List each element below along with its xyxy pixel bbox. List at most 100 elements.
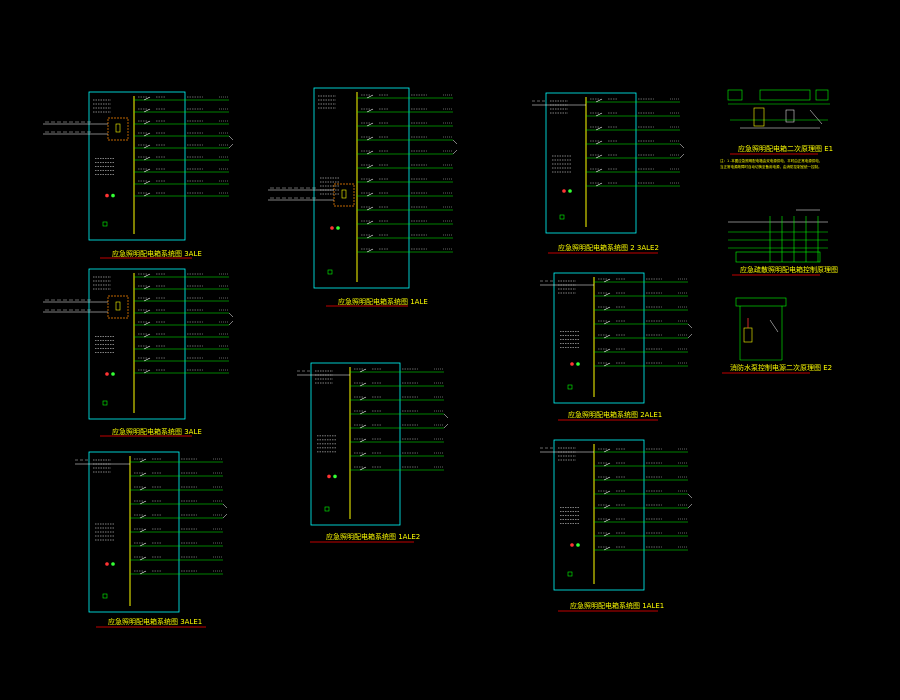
panel-title-3ale1: 应急照明配电箱系统图 3ALE1 [108,617,202,626]
breaker-icon [359,382,367,387]
panel-1ale[interactable] [268,87,458,289]
indicator-red-icon [570,362,574,366]
feeder-branch [452,139,458,145]
terminal-icon [327,269,333,275]
indicator-green-icon [111,372,115,376]
coil-icon [785,109,795,123]
panel-3ale-b[interactable] [43,268,234,420]
breaker-icon [143,321,151,326]
breaker-icon [143,273,151,278]
terminal-icon [102,221,108,227]
breaker-icon [603,334,611,339]
breaker-icon [595,126,603,131]
panel-frame [545,92,637,234]
switch-icon [809,109,823,125]
breaker-icon [143,285,151,290]
feeder-branch [687,323,693,329]
panel-title-3ale: 应急照明配电箱系统图 3ALE [112,249,202,258]
feeder-branch [228,143,234,149]
breaker-icon [139,570,147,575]
breaker-icon [595,182,603,187]
breaker-icon [139,514,147,519]
note-line-1: 注：1.本图应急照明配电箱由双电源供电，平时由正常电源供电， [720,158,822,163]
breaker-icon [359,466,367,471]
panel-title-1ale1: 应急照明配电箱系统图 1ALE1 [570,601,664,610]
breaker-icon [603,490,611,495]
breaker-icon [595,112,603,117]
breaker-icon [359,438,367,443]
indicator-red-icon [105,372,109,376]
terminal-icon [102,593,108,599]
breaker-icon [143,369,151,374]
ats-breaker-box [107,295,129,319]
panel-frame [88,268,186,420]
feeder-branch [679,153,685,159]
breaker-icon [595,168,603,173]
panel-title-1ale: 应急照明配电箱系统图 1ALE [338,297,428,306]
panel-title-2-3ale2: 应急照明配电箱系统图 2 3ALE2 [558,243,659,252]
breaker-icon [359,396,367,401]
detail-e2[interactable] [735,297,787,361]
panel-title-3ale-b: 应急照明配电箱系统图 3ALE [112,427,202,436]
breaker-icon [143,309,151,314]
feeder-branch [228,320,234,326]
breaker-icon [139,486,147,491]
panel-3ale1[interactable] [75,451,228,613]
feeder-branch [443,413,449,419]
breaker-icon [359,368,367,373]
indicator-red-icon [562,189,566,193]
feeder-branch [452,149,458,155]
ats-breaker-box [333,183,355,207]
breaker-icon [359,410,367,415]
breaker-icon [366,122,374,127]
detail-box [735,251,821,263]
feeder-branch [687,493,693,499]
indicator-red-icon [105,562,109,566]
breaker-icon [603,362,611,367]
detail-title-e2: 消防水泵控制电源二次原理图 E2 [730,363,832,372]
feeder-branch [228,312,234,318]
indicator-green-icon [111,562,115,566]
indicator-red-icon [570,543,574,547]
breaker-icon [139,472,147,477]
detail-e1[interactable] [727,89,830,129]
indicator-green-icon [568,189,572,193]
breaker-icon [366,136,374,141]
breaker-icon [366,94,374,99]
breaker-icon [143,333,151,338]
breaker-icon [603,462,611,467]
indicator-red-icon [327,474,331,479]
breaker-icon [595,154,603,159]
breaker-icon [143,357,151,362]
indicator-red-icon [105,193,109,198]
breaker-icon [603,448,611,453]
breaker-icon [595,98,603,103]
breaker-icon [366,150,374,155]
breaker-icon [366,192,374,197]
panel-frame [310,362,401,526]
panel-2-3ale2[interactable] [532,92,685,234]
ats-breaker-box [107,117,129,141]
panel-1ale1[interactable] [540,439,693,591]
panel-title-2ale1: 应急照明配电箱系统图 2ALE1 [568,410,662,419]
panel-title-1ale2: 应急照明配电箱系统图 1ALE2 [326,532,420,541]
breaker-icon [143,96,151,101]
terminal-icon [324,506,330,512]
panel-2ale1[interactable] [540,272,693,404]
detail-title-evac: 应急疏散照明配电箱控制原理图 [740,265,838,274]
detail-box [815,89,829,101]
panel-1ale2[interactable] [297,362,449,526]
detail-evac-control[interactable] [728,209,828,263]
terminal-icon [567,571,573,577]
panel-3ale[interactable] [43,91,234,241]
feeder-branch [222,503,228,509]
breaker-icon [603,278,611,283]
feeder-branch [222,513,228,519]
feeder-branch [228,135,234,141]
breaker-icon [366,108,374,113]
breaker-icon [139,458,147,463]
breaker-icon [143,156,151,161]
switch-icon [769,319,779,333]
breaker-icon [603,546,611,551]
breaker-icon [603,348,611,353]
